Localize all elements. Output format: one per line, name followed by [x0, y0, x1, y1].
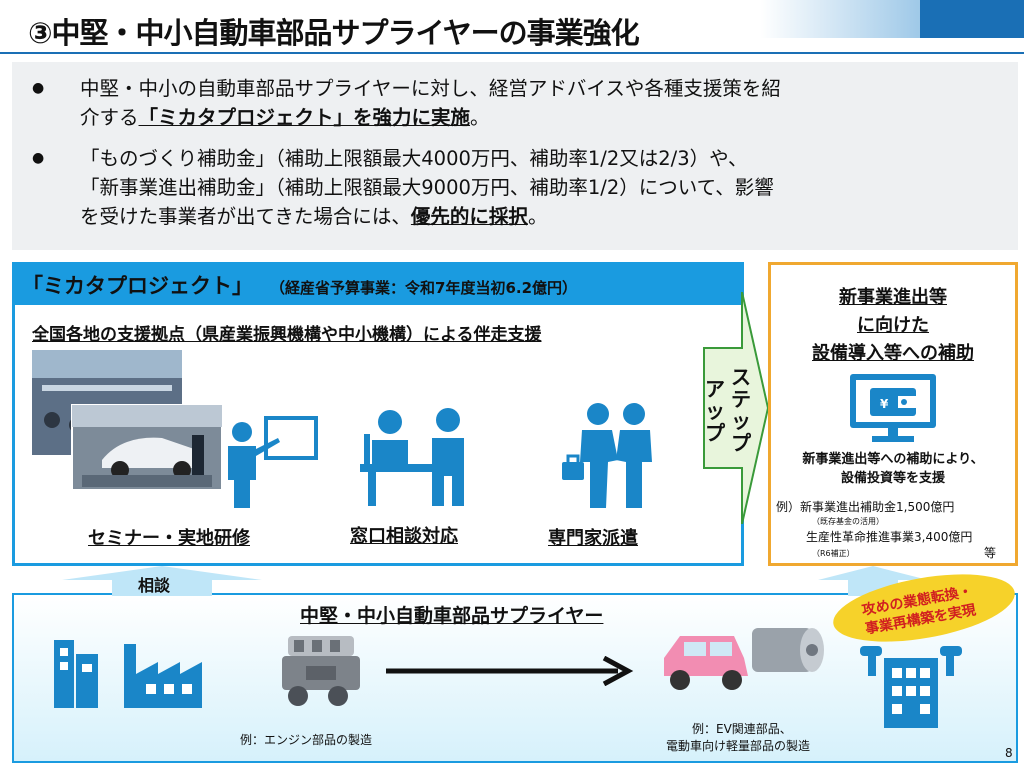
transformation-badge: [833, 574, 1015, 642]
presenter-icon: [228, 416, 318, 508]
step-label-2: アップ: [705, 377, 725, 445]
header-decoration: [760, 0, 1024, 38]
support-heading: 全国各地の支援拠点（県産業振興機構や中小機構）による伴走支援: [32, 325, 542, 345]
strong-building-icon: [860, 646, 962, 728]
bullet-panel: ● 中堅・中小の自動車部品サプライヤーに対し、経営アドバイスや各種支援策を紹 介…: [12, 62, 1018, 250]
expert-dispatch-icon: [562, 403, 652, 508]
mikata-subtitle: （経産省予算事業：令和7年度当初6.2億円）: [270, 279, 578, 297]
example-2: 生産性革命推進事業3,400億円: [806, 530, 973, 544]
example-1-note: （既存基金の活用）: [812, 517, 884, 526]
consultation-icon: [360, 408, 464, 506]
example-ev-caption-2: 電動車向け軽量部品の製造: [666, 739, 811, 753]
example-etc: 等: [984, 546, 997, 560]
engine-image: [282, 636, 360, 706]
new-business-title: 新事業進出等 に向けた 設備導入等への補助: [812, 287, 974, 364]
emphasis-priority: 優先的に採択: [410, 205, 528, 228]
example-1: 例）新事業進出補助金1,500億円: [776, 500, 955, 514]
example-2-note: （R6補正）: [812, 549, 855, 558]
ev-car-motor-image: [664, 628, 824, 690]
mikata-header-bar: [15, 265, 741, 305]
emphasis-mikata: 「ミカタプロジェクト」を強力に実施: [138, 106, 471, 129]
step-label-1: ステップ: [731, 365, 751, 455]
example-engine-caption: 例：エンジン部品の製造: [240, 733, 373, 747]
factory-icon: [54, 640, 202, 708]
new-business-desc: 新事業進出等への補助により、 設備投資等を支援: [802, 452, 984, 486]
svg-text:¥: ¥: [880, 397, 889, 411]
page-title: ③中堅・中小自動車部品サプライヤーの事業強化: [28, 16, 640, 50]
supplier-title: 中堅・中小自動車部品サプライヤー: [300, 605, 604, 627]
page-number: 8: [1005, 746, 1013, 760]
bullet-dot-icon: ●: [32, 80, 45, 96]
step-up-arrow: [703, 292, 770, 524]
consultation-caption: 窓口相談対応: [350, 526, 458, 547]
mikata-title: 「ミカタプロジェクト」: [22, 274, 253, 298]
bullet-dot-icon: ●: [32, 150, 45, 166]
transition-arrow: [386, 656, 634, 686]
seminar-caption: セミナー・実地研修: [88, 528, 250, 549]
seminar-photos: [32, 350, 222, 490]
header-divider: [0, 52, 1024, 54]
consult-label: 相談: [138, 576, 171, 595]
return-up-arrow: [818, 566, 928, 596]
monitor-wallet-icon: ¥: [850, 374, 936, 442]
consult-up-arrow: [62, 566, 262, 596]
expert-caption: 専門家派遣: [548, 528, 638, 549]
example-ev-caption-1: 例：EV関連部品、: [692, 722, 792, 736]
